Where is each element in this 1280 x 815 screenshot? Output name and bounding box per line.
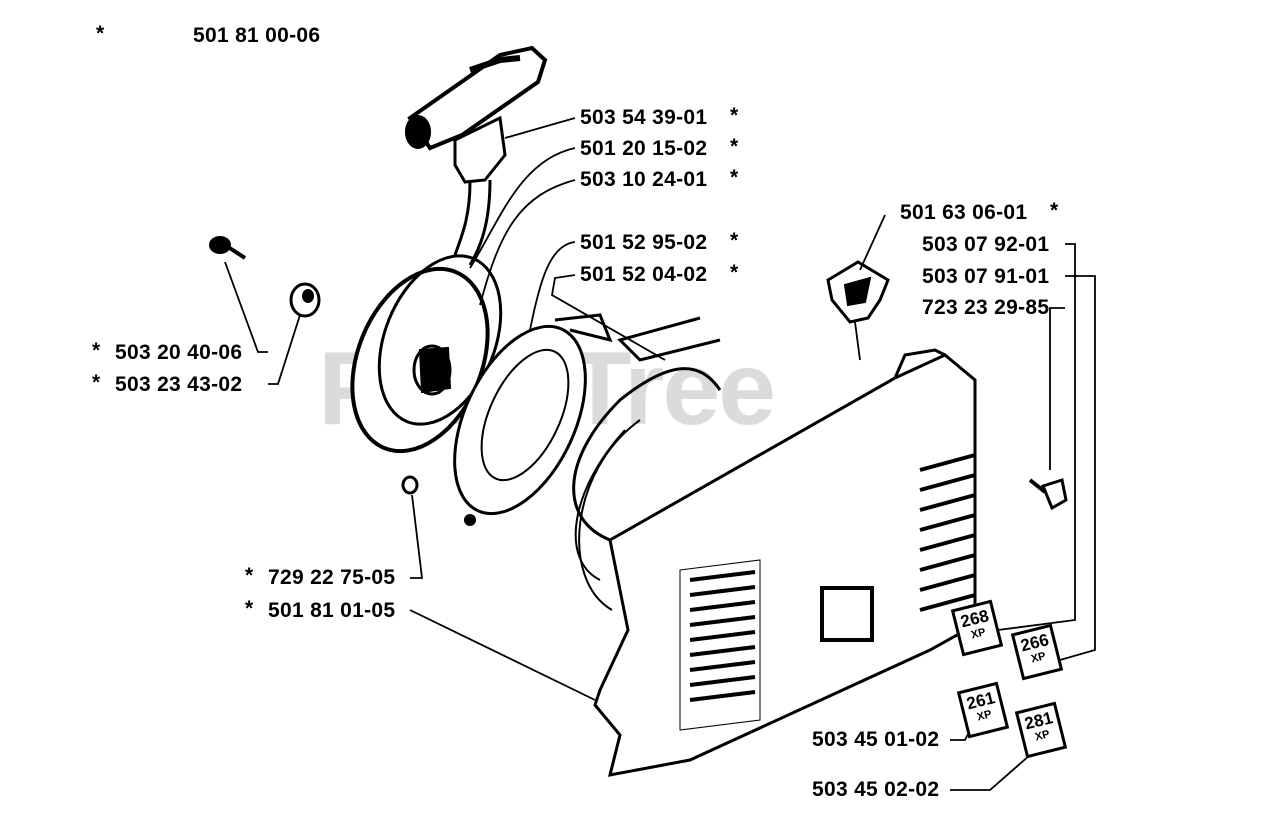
starter-handle-drawing [405, 45, 548, 266]
part-label-503-45-02-02[interactable]: 503 45 02-02 [812, 778, 940, 801]
assembly-part-number[interactable]: 501 81 00-06 [193, 24, 321, 47]
part-label-503-20-40-06[interactable]: 503 20 40-06 [115, 341, 243, 364]
part-label-503-07-92-01[interactable]: 503 07 92-01 [922, 233, 1050, 256]
part-label-503-07-91-01[interactable]: 503 07 91-01 [922, 265, 1050, 288]
rope-pulley-drawing [350, 254, 503, 454]
part-label-501-52-95-02[interactable]: 501 52 95-02 [580, 231, 708, 254]
plug-and-bolt-drawing [826, 260, 1068, 511]
spring-cassette-drawing [453, 313, 613, 526]
part-asterisk: * [245, 564, 254, 587]
starter-housing-drawing [572, 316, 977, 777]
part-asterisk: * [245, 597, 254, 620]
part-label-723-23-29-85[interactable]: 723 23 29-85 [922, 296, 1050, 319]
part-asterisk: * [730, 135, 739, 158]
part-label-503-54-39-01[interactable]: 503 54 39-01 [580, 106, 708, 129]
header-asterisk: * [96, 22, 105, 45]
part-label-503-23-43-02[interactable]: 503 23 43-02 [115, 373, 243, 396]
part-label-503-45-01-02[interactable]: 503 45 01-02 [812, 728, 940, 751]
part-asterisk: * [92, 371, 101, 394]
part-label-503-10-24-01[interactable]: 503 10 24-01 [580, 168, 708, 191]
part-asterisk: * [730, 261, 739, 284]
screw-washer-drawing [209, 236, 419, 495]
leader-lines [224, 117, 1096, 791]
part-asterisk: * [92, 339, 101, 362]
part-asterisk: * [730, 166, 739, 189]
part-label-501-52-04-02[interactable]: 501 52 04-02 [580, 263, 708, 286]
part-label-501-63-06-01[interactable]: 501 63 06-01 [900, 201, 1028, 224]
part-label-501-20-15-02[interactable]: 501 20 15-02 [580, 137, 708, 160]
part-asterisk: * [730, 104, 739, 127]
part-asterisk: * [1050, 199, 1059, 222]
part-label-501-81-01-05[interactable]: 501 81 01-05 [268, 599, 396, 622]
part-asterisk: * [730, 229, 739, 252]
part-label-729-22-75-05[interactable]: 729 22 75-05 [268, 566, 396, 589]
